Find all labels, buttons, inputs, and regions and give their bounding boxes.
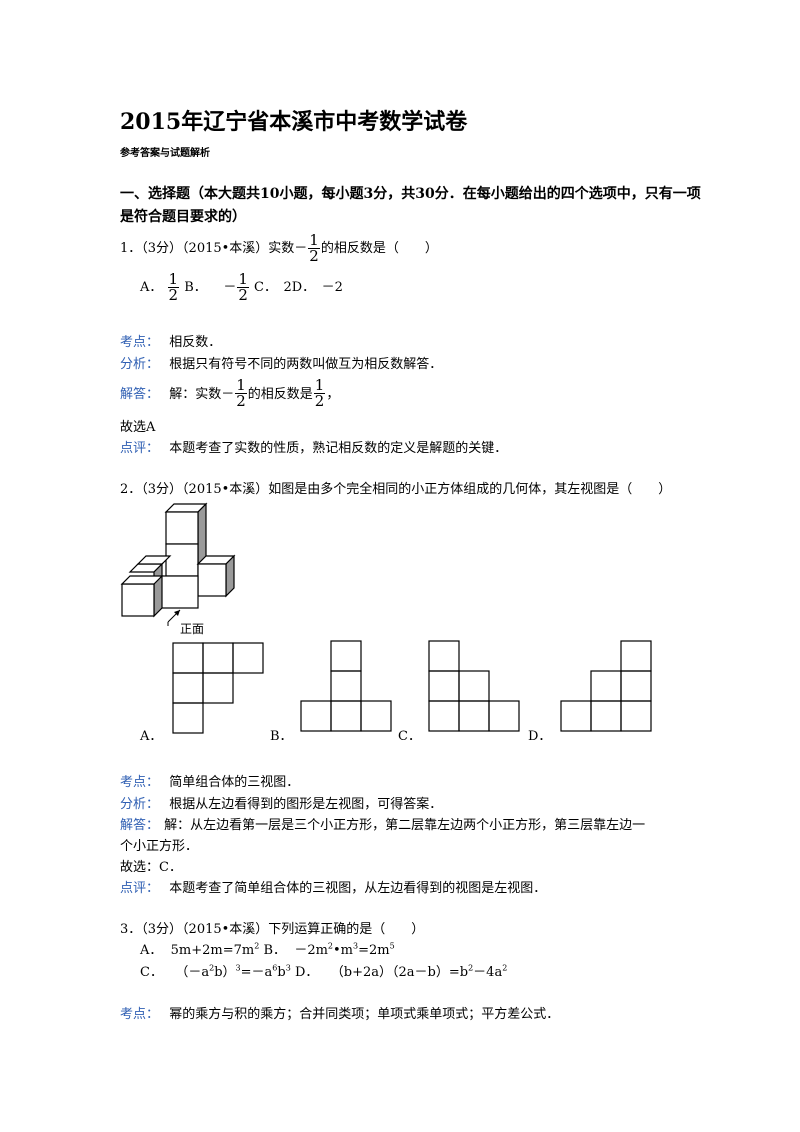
jieda-label: 解答： — [120, 818, 160, 833]
q2-jieda: 解答： 解：从左边看第一层是三个小正方形，第二层靠左边两个小正方形，第三层靠左边… — [120, 814, 645, 833]
q2-kaodian: 考点： 简单组合体的三视图． — [120, 771, 299, 790]
q3-kaodian: 考点： 幂的乘方与积的乘方；合并同类项；单项式乘单项式；平方差公式． — [120, 1003, 559, 1022]
fraction-numerator: 1 — [237, 270, 249, 288]
dianping-text: 本题考查了简单组合体的三视图，从左边看得到的视图是左视图． — [169, 881, 547, 896]
q1-dianping: 点评： 本题考查了实数的性质，熟记相反数的定义是解题的关键． — [120, 437, 507, 456]
kaodian-text: 相反数． — [169, 335, 222, 350]
section-heading-cont: 是符合题目要求的） — [120, 209, 246, 225]
q3-stem: 3．（3分）（2015•本溪）下列运算正确的是（ ） — [120, 922, 425, 937]
front-label: 正面 — [180, 622, 205, 636]
q2-fenxi: 分析： 根据从左边看得到的图形是左视图，可得答案． — [120, 793, 442, 812]
page-title: 2015年辽宁省本溪市中考数学试卷 — [120, 109, 468, 135]
q3-options-ab: A． 5m+2m=7m2 B． －2m2•m3=2m5 — [140, 941, 395, 958]
fraction-denominator: 2 — [238, 286, 248, 304]
q3-option-a-text: 5m+2m=7m — [170, 943, 255, 958]
jieda-pre: 解：实数－ — [169, 387, 235, 402]
q1-stem-post: 的相反数是（ ） — [320, 241, 438, 256]
q2-option-b-figure — [300, 640, 392, 732]
page-subtitle: 参考答案与试题解析 — [120, 148, 210, 159]
q2-guxuan: 故选：C． — [120, 860, 182, 875]
q2-dianping: 点评： 本题考查了简单组合体的三视图，从左边看得到的视图是左视图． — [120, 877, 546, 896]
cube-figure — [120, 502, 236, 626]
q2-option-c-figure — [428, 640, 520, 732]
section-heading: 一、选择题（本大题共10小题，每小题3分，共30分．在每小题给出的四个选项中，只… — [120, 186, 701, 202]
q3-options-cd: C． （－a2b）3=－a6b3 D． （b+2a）（2a－b）=b2－4a2 — [140, 963, 508, 980]
dianping-label: 点评： — [120, 881, 160, 896]
q1-stem-pre: 1．（3分）（2015•本溪）实数－ — [120, 241, 308, 256]
fraction-numerator: 1 — [308, 231, 320, 249]
jieda-text: 解：从左边看第一层是三个小正方形，第二层靠左边两个小正方形，第三层靠左边一 — [164, 818, 646, 833]
jieda-label: 解答： — [120, 387, 160, 402]
kaodian-text: 幂的乘方与积的乘方；合并同类项；单项式乘单项式；平方差公式． — [169, 1007, 560, 1022]
q2-option-d-label: D． — [528, 729, 552, 744]
kaodian-text: 简单组合体的三视图． — [169, 775, 300, 790]
front-arrow-head — [174, 610, 180, 616]
q2-option-d-figure — [560, 640, 652, 732]
fraction-numerator: 1 — [167, 270, 180, 288]
q1-option-b-sign: － — [223, 280, 237, 295]
kaodian-label: 考点： — [120, 775, 160, 790]
q2-option-a-figure — [172, 642, 264, 734]
fenxi-text: 根据只有符号不同的两数叫做互为相反数解答． — [169, 357, 443, 372]
q2-option-a-label: A． — [140, 729, 163, 744]
jieda-post: ， — [326, 387, 340, 402]
q3-option-b-label: B． — [263, 943, 287, 958]
kaodian-label: 考点： — [120, 335, 160, 350]
q2-jieda-cont: 个小正方形． — [120, 839, 199, 854]
fraction-denominator: 2 — [309, 247, 319, 265]
jieda-mid: 的相反数是 — [247, 387, 313, 402]
fraction-numerator: 1 — [235, 376, 247, 394]
q2-stem: 2．（3分）（2015•本溪）如图是由多个完全相同的小正方体组成的几何体，其左视… — [120, 482, 672, 497]
dianping-label: 点评： — [120, 441, 160, 456]
fraction-numerator: 1 — [313, 376, 326, 394]
fenxi-label: 分析： — [120, 797, 160, 812]
q1-option-a-label: A． — [140, 280, 163, 295]
fenxi-text: 根据从左边看得到的图形是左视图，可得答案． — [169, 797, 443, 812]
q3-option-c-label: C． — [140, 965, 163, 980]
q2-option-c-label: C． — [398, 729, 421, 744]
q1-guxuan: 故选A — [120, 420, 156, 435]
q3-option-a-label: A． — [140, 943, 163, 958]
q1-kaodian: 考点： 相反数． — [120, 331, 221, 350]
kaodian-label: 考点： — [120, 1007, 160, 1022]
q1-fenxi: 分析： 根据只有符号不同的两数叫做互为相反数解答． — [120, 353, 442, 372]
q3-option-b-text: －2m — [294, 943, 328, 958]
fenxi-label: 分析： — [120, 357, 160, 372]
fraction-denominator: 2 — [236, 392, 246, 410]
q3-option-d-label: D． — [294, 965, 319, 980]
fraction-denominator: 2 — [314, 392, 325, 410]
q1-option-b-label: B． — [184, 280, 207, 295]
dianping-text: 本题考查了实数的性质，熟记相反数的定义是解题的关键． — [169, 441, 508, 456]
fraction-denominator: 2 — [168, 286, 179, 304]
q2-option-b-label: B． — [270, 729, 293, 744]
q1-option-cd: C． 2D． －2 — [254, 280, 343, 295]
